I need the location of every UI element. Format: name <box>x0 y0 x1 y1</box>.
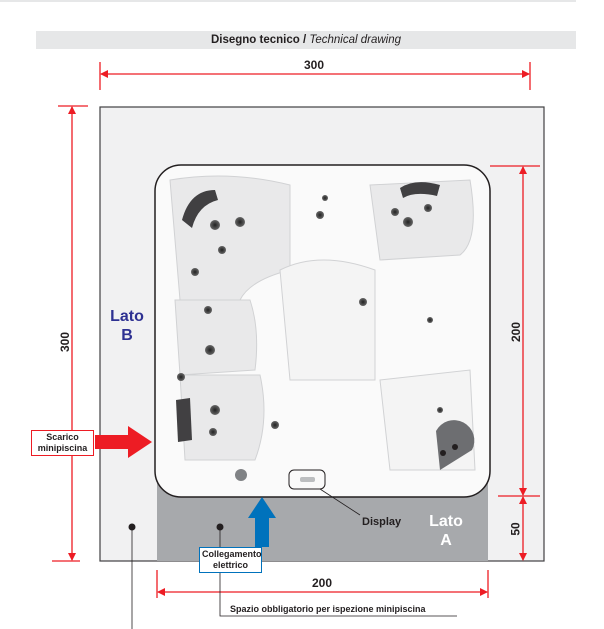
inspection-space-label: Spazio obbligatorio per ispezione minipi… <box>230 604 426 614</box>
dim-bottom-width: 200 <box>312 576 333 590</box>
dim-right-spa: 200 <box>509 321 524 343</box>
display-leader <box>319 488 361 516</box>
drain-arrow <box>95 426 152 458</box>
jets <box>177 195 443 436</box>
lato-b-label: Lato B <box>110 308 144 344</box>
dimension-lines <box>52 62 540 598</box>
header-title-en: Technical drawing <box>309 34 402 46</box>
electric-arrow <box>248 497 276 547</box>
lato-a-label: Lato A <box>429 513 463 549</box>
header-separator: / <box>302 34 307 46</box>
drain <box>235 469 247 481</box>
display-label: Display <box>362 516 402 528</box>
dim-left-height: 300 <box>58 331 73 353</box>
dim-right-service: 50 <box>508 522 523 536</box>
electric-label: Collegamento elettrico <box>199 547 262 573</box>
header-title-it: Disegno tecnico <box>210 34 300 46</box>
dim-top-width: 300 <box>304 58 325 72</box>
display-panel <box>288 469 326 490</box>
section-header: Disegno tecnico / Technical drawing <box>36 31 576 49</box>
top-divider <box>0 0 576 2</box>
filter <box>436 420 475 470</box>
headrests <box>176 182 440 442</box>
drain-label: Scarico minipiscina <box>31 430 94 456</box>
